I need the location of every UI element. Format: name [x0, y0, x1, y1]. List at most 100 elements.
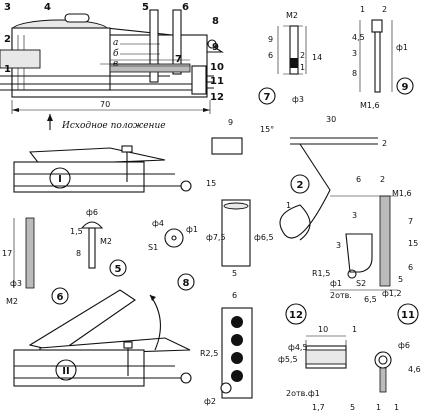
d6-m2: M2 [6, 297, 18, 306]
pin-8 [207, 39, 217, 49]
d7-14: 14 [312, 53, 322, 62]
end-bracket [191, 65, 207, 95]
d12-6: 6 [356, 175, 361, 184]
main-assembly: 70 Исходное положение 3 4 5 6 2 1 8 9 7 … [0, 2, 224, 131]
d2-30: 30 [326, 115, 336, 124]
callout-10: 10 [210, 62, 224, 73]
part-6: 17 ф3 M2 6 [2, 217, 69, 306]
d7-d3: ф3 [292, 95, 304, 104]
label-9: 9 [402, 82, 409, 93]
label-2: 2 [297, 180, 304, 191]
d7-2: 2 [300, 51, 305, 60]
db-f6: ф6 [398, 341, 410, 350]
knob [64, 13, 90, 23]
d9-45: 4,5 [352, 33, 365, 42]
p6-tube [25, 217, 35, 289]
db-1b: 1 [376, 403, 381, 412]
d5-m2: M2 [100, 237, 112, 246]
db-f55: ф5,5 [278, 355, 298, 364]
p2-top [211, 137, 243, 155]
rod-tube [0, 49, 41, 69]
view-I-eye [180, 180, 192, 192]
d12-6b: 6 [408, 263, 413, 272]
d2-f75: ф7,5 [206, 233, 226, 242]
d12-3a: 3 [352, 211, 357, 220]
db-f2: ф2 [204, 397, 216, 406]
db-10: 10 [318, 325, 328, 334]
label-5: 5 [115, 264, 122, 275]
view-I-knob [121, 145, 133, 153]
p2-arm [290, 137, 378, 145]
label-II-circle [55, 359, 77, 381]
callout-6: 6 [182, 2, 189, 13]
d7-6: 6 [268, 51, 273, 60]
d2-1: 1 [286, 201, 291, 210]
callout-12: 12 [210, 92, 224, 103]
view-I: I [13, 145, 192, 193]
db-6: 6 [232, 291, 237, 300]
label-6: 6 [57, 292, 64, 303]
spring-7 [109, 63, 191, 73]
d2-15d: 15° [260, 125, 274, 134]
label-11-circle [397, 303, 419, 325]
d12-65: 6,5 [364, 295, 377, 304]
rod-6 [172, 9, 182, 75]
part-2: 9 15° 30 2 15 ф7,5 ф6,5 5 1 2 [206, 115, 387, 278]
label-6-circle [51, 287, 69, 305]
d12-m16: M1,6 [392, 189, 412, 198]
callout-7: 7 [175, 54, 182, 65]
d5-8: 8 [76, 249, 81, 258]
letter-v: в [113, 59, 118, 69]
d12-2: 2 [380, 175, 385, 184]
label-7: 7 [264, 92, 271, 103]
d5-15: 1,5 [70, 227, 83, 236]
view-I-wedge [28, 147, 166, 166]
bottom-parts: 6 R2,5 ф2 10 1 ф6 ф4,5 ф5,5 2отв.ф1 1,7 … [200, 291, 421, 412]
part-8: ф4 S1 ф1 8 [148, 219, 198, 291]
d12-15: 15 [408, 239, 418, 248]
dim-length: 70 [100, 100, 110, 109]
callout-4: 4 [44, 2, 51, 13]
callout-9: 9 [212, 42, 219, 53]
d9-m16: M1,6 [360, 101, 380, 110]
label-2-circle [290, 174, 310, 194]
p5-head [80, 221, 104, 229]
d2-2: 2 [382, 139, 387, 148]
callout-11: 11 [210, 76, 224, 87]
part-9-head [371, 19, 383, 33]
d2-9: 9 [228, 118, 233, 127]
d2-15: 15 [206, 179, 216, 188]
label-8: 8 [183, 278, 190, 289]
d12-s2: S2 [356, 279, 366, 288]
ring-fitting [374, 351, 392, 369]
caption: Исходное положение [61, 121, 166, 131]
label-I: I [58, 174, 62, 185]
parts-11-12: 6 2 M1,6 3 3 7 15 R1,5 ф1 S2 2отв. 6,5 6… [285, 175, 419, 325]
db-1c: 1 [394, 403, 399, 412]
label-9-circle [396, 77, 414, 95]
db-17: 1,7 [312, 403, 325, 412]
label-12: 12 [289, 310, 303, 321]
d6-f3: ф3 [10, 279, 22, 288]
d12-f12: ф1,2 [382, 289, 402, 298]
db-r25: R2,5 [200, 349, 218, 358]
p2-sheet [221, 199, 251, 267]
label-II: II [62, 366, 69, 377]
callout-2: 2 [4, 34, 11, 45]
d12-5: 5 [398, 275, 403, 284]
label-11: 11 [401, 310, 415, 321]
d12-f1: ф1 [330, 279, 342, 288]
p8-washer [164, 228, 184, 248]
p12-bracket [345, 233, 373, 273]
callout-1: 1 [4, 64, 11, 75]
d9-2: 2 [382, 5, 387, 14]
rod-5 [149, 9, 159, 83]
d2-5: 5 [232, 269, 237, 278]
d12-3b: 3 [336, 241, 341, 250]
label-7-circle [258, 87, 276, 105]
callout-8: 8 [212, 16, 219, 27]
db-46: 4,6 [408, 365, 421, 374]
db-2otv: 2отв.ф1 [286, 389, 320, 398]
d9-8: 8 [352, 69, 357, 78]
